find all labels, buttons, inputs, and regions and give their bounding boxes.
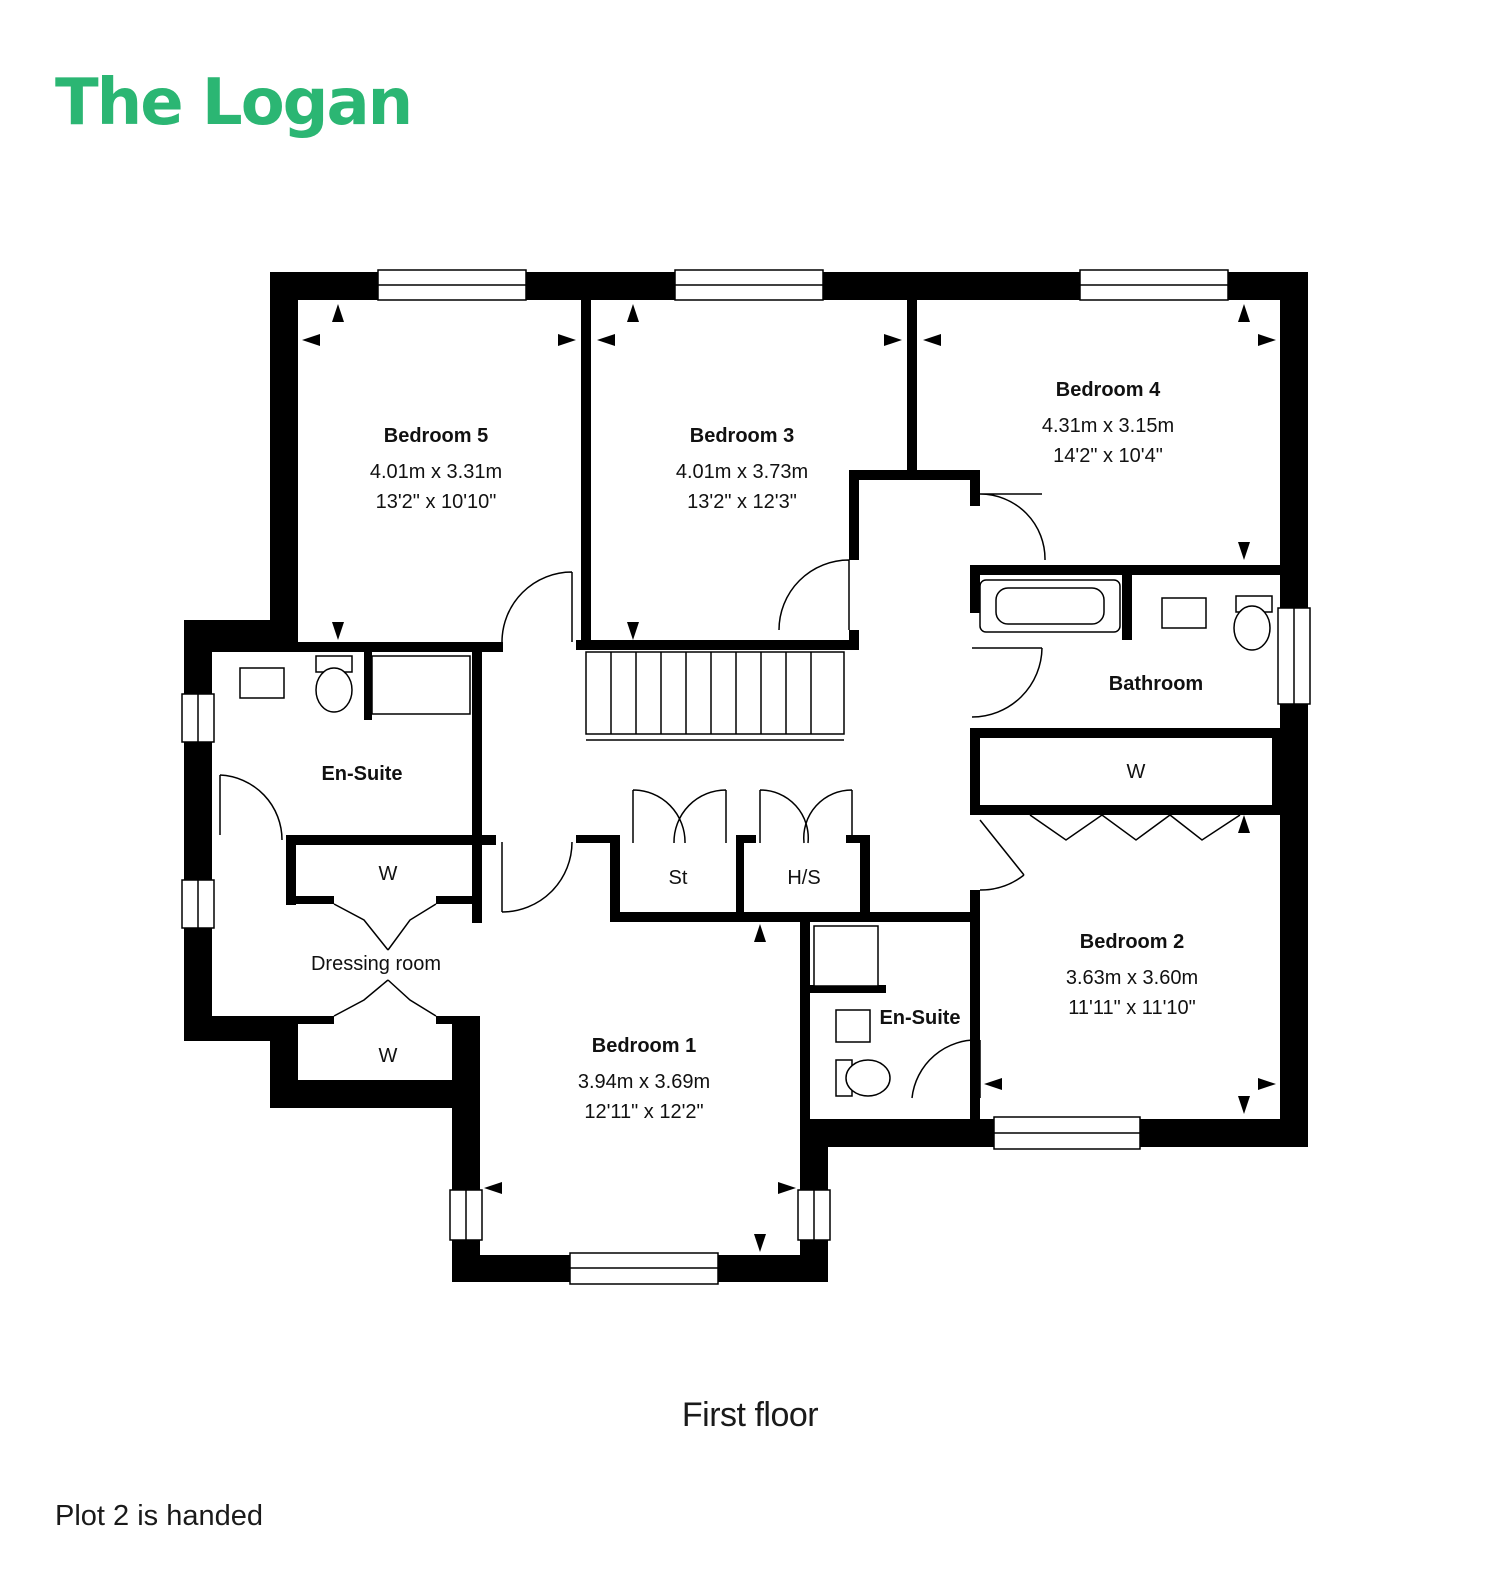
wardrobe-label: W [379, 863, 398, 885]
room-bedroom2: Bedroom 2 3.63m x 3.60m 11'11" x 11'10" [1066, 931, 1198, 1019]
room-bedroom5: Bedroom 5 4.01m x 3.31m 13'2" x 10'10" [370, 425, 502, 513]
room-size-imperial: 12'11" x 12'2" [584, 1101, 703, 1123]
room-size-metric: 3.63m x 3.60m [1066, 967, 1198, 989]
room-ensuite-left: En-Suite [321, 763, 402, 785]
room-name: Bedroom 3 [690, 425, 794, 447]
room-bedroom1: Bedroom 1 3.94m x 3.69m 12'11" x 12'2" [578, 1035, 710, 1123]
plot-note: Plot 2 is handed [55, 1500, 263, 1532]
room-name: Bedroom 1 [592, 1035, 696, 1057]
room-size-metric: 4.01m x 3.31m [370, 461, 502, 483]
room-size-imperial: 11'11" x 11'10" [1068, 997, 1195, 1019]
room-bedroom4: Bedroom 4 4.31m x 3.15m 14'2" x 10'4" [1042, 379, 1174, 467]
sanitaryware [239, 579, 1273, 1097]
room-size-metric: 4.31m x 3.15m [1042, 415, 1174, 437]
room-name: Bedroom 2 [1080, 931, 1184, 953]
room-size-imperial: 13'2" x 10'10" [376, 491, 497, 513]
doors [219, 493, 1241, 1099]
plan-title: The Logan [55, 66, 413, 140]
room-size-metric: 3.94m x 3.69m [578, 1071, 710, 1093]
wardrobe-label: W [379, 1045, 398, 1067]
dimension-markers [302, 304, 1276, 1252]
room-store: St [669, 867, 688, 889]
room-hot-store: H/S [787, 867, 820, 889]
floor-label: First floor [681, 1396, 819, 1434]
room-dressing: Dressing room [311, 953, 441, 975]
room-size-metric: 4.01m x 3.73m [676, 461, 808, 483]
staircase [585, 651, 845, 741]
room-bedroom3: Bedroom 3 4.01m x 3.73m 13'2" x 12'3" [676, 425, 808, 513]
room-ensuite-right: En-Suite [879, 1007, 960, 1029]
wardrobe-label: W [1127, 761, 1146, 783]
room-bathroom: Bathroom [1109, 673, 1203, 695]
room-name: Bedroom 5 [384, 425, 488, 447]
interior-walls [212, 300, 1280, 1127]
room-name: Bedroom 4 [1056, 379, 1161, 401]
room-size-imperial: 13'2" x 12'3" [687, 491, 797, 513]
windows [181, 269, 1311, 1285]
room-size-imperial: 14'2" x 10'4" [1053, 445, 1163, 467]
